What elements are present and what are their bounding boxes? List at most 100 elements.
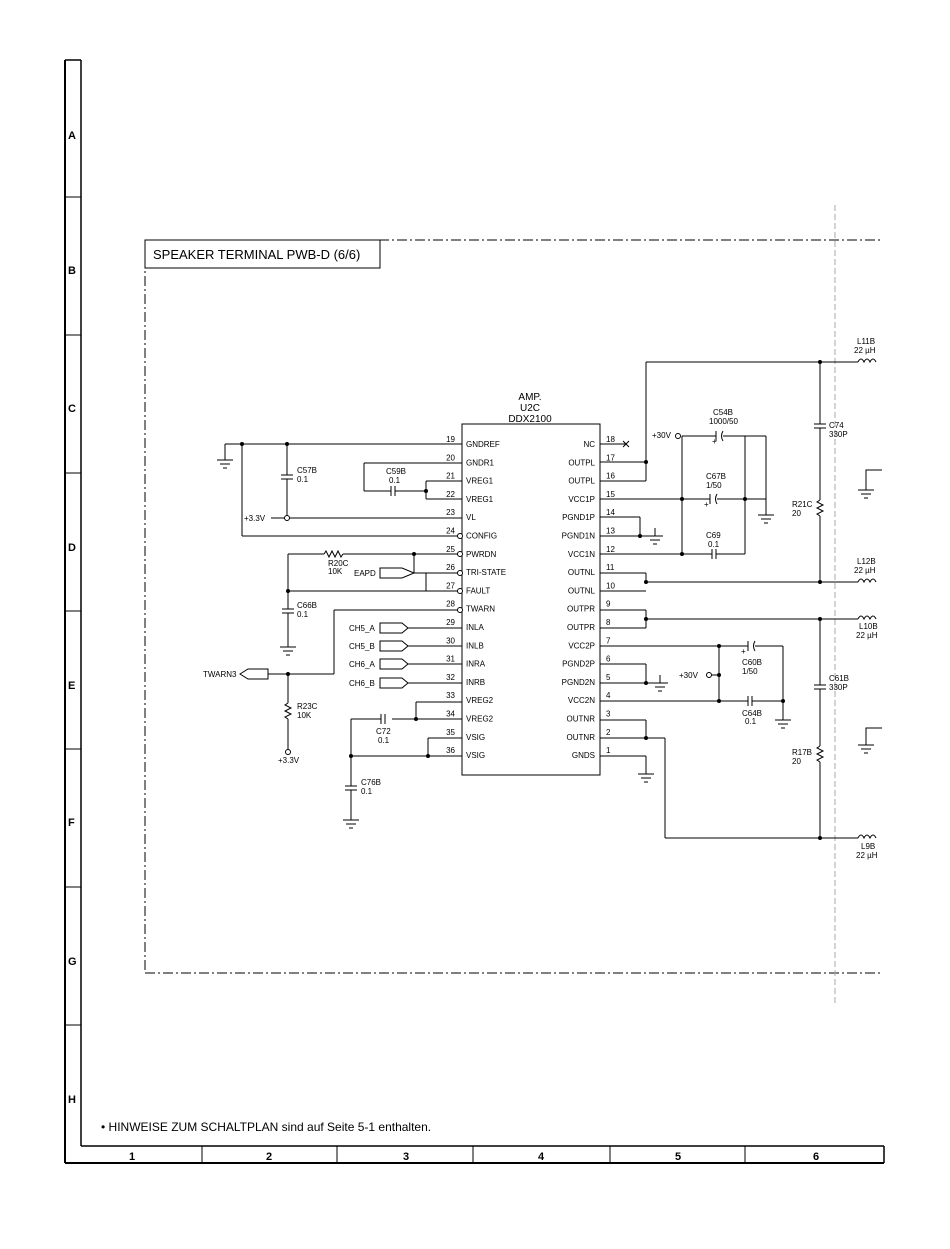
ic-pin-name: OUTNL bbox=[568, 586, 596, 595]
l10b-ref: L10B bbox=[859, 622, 878, 631]
row-label-g: G bbox=[68, 956, 77, 968]
c64b-ref: C64B bbox=[742, 709, 762, 718]
ic-pin-name: PGND2N bbox=[562, 678, 596, 687]
c54b-ref: C54B bbox=[713, 408, 733, 417]
ground-icon bbox=[280, 646, 296, 656]
net-v30-b: +30V bbox=[679, 671, 699, 680]
c66b-ref: C66B bbox=[297, 601, 317, 610]
ic-pin-number: 11 bbox=[606, 563, 615, 572]
col-label-4: 4 bbox=[538, 1151, 545, 1163]
c67b-ref: C67B bbox=[706, 472, 726, 481]
c72-val: 0.1 bbox=[378, 736, 390, 745]
net-twarn3: TWARN3 bbox=[203, 670, 237, 679]
ic-pin-number: 8 bbox=[606, 618, 611, 627]
ic-pin-number: 12 bbox=[606, 545, 615, 554]
ground-symbols bbox=[217, 459, 874, 829]
ic-pin-name: VSIG bbox=[466, 751, 485, 760]
row-label-h: H bbox=[68, 1094, 76, 1106]
c69-val: 0.1 bbox=[708, 540, 720, 549]
ic-pin-number: 24 bbox=[446, 527, 455, 536]
c61b-val: 330P bbox=[829, 683, 848, 692]
ic-pin-number: 32 bbox=[446, 673, 455, 682]
ic-pin-name: PWRDN bbox=[466, 550, 496, 559]
wiring bbox=[224, 358, 882, 840]
ic-pin-name: VCC1P bbox=[568, 495, 595, 504]
c66b-val: 0.1 bbox=[297, 610, 309, 619]
col-label-2: 2 bbox=[266, 1151, 272, 1163]
section-border bbox=[144, 239, 882, 974]
c59b-val: 0.1 bbox=[389, 476, 401, 485]
ic-pins: 19GNDREF20GNDR121VREG122VREG123VL24CONFI… bbox=[446, 435, 615, 760]
row-label-c: C bbox=[68, 403, 76, 415]
l9b-ref: L9B bbox=[861, 842, 875, 851]
ic-pin-number: 9 bbox=[606, 600, 611, 609]
ic-pin-name: OUTPR bbox=[567, 605, 595, 614]
connector-flags bbox=[239, 567, 416, 689]
l10b-val: 22 µH bbox=[856, 631, 878, 640]
ic-ref: U2C bbox=[520, 403, 540, 414]
ic-pin-name: TWARN bbox=[466, 605, 495, 614]
ic-pin-name: INLA bbox=[466, 623, 484, 632]
c67b-val: 1/50 bbox=[706, 481, 722, 490]
ic-pin-number: 6 bbox=[606, 655, 611, 664]
c69-ref: C69 bbox=[706, 531, 721, 540]
row-label-d: D bbox=[68, 542, 76, 554]
ic-pin-number: 19 bbox=[446, 435, 455, 444]
r17b-ref: R17B bbox=[792, 748, 812, 757]
row-label-f: F bbox=[68, 817, 75, 829]
row-labels: A B C D E F G H bbox=[68, 130, 77, 1106]
ic-pin-number: 2 bbox=[606, 728, 611, 737]
ic-pin-number: 26 bbox=[446, 563, 455, 572]
ic-pin-name: VREG2 bbox=[466, 715, 494, 724]
ic-pin-name: OUTPL bbox=[568, 458, 595, 467]
ic-pin-name: NC bbox=[583, 440, 595, 449]
ic-part: DDX2100 bbox=[508, 414, 552, 425]
plus-mark: + bbox=[704, 500, 709, 509]
col-label-5: 5 bbox=[675, 1151, 681, 1163]
ic-pin-name: GNDR1 bbox=[466, 458, 495, 467]
c74-ref: C74 bbox=[829, 421, 844, 430]
r23c-val: 10K bbox=[297, 711, 312, 720]
c61b-ref: C61B bbox=[829, 674, 849, 683]
c60b-val: 1/50 bbox=[742, 667, 758, 676]
ic-pin-number: 35 bbox=[446, 728, 455, 737]
column-labels: 1 2 3 4 5 6 bbox=[129, 1151, 819, 1163]
ic-pin-number: 13 bbox=[606, 527, 615, 536]
ic-pin-number: 28 bbox=[446, 600, 455, 609]
net-v33-a: +3.3V bbox=[244, 514, 266, 523]
row-label-a: A bbox=[68, 130, 76, 142]
ic-pin-number: 33 bbox=[446, 691, 455, 700]
ic-pin-name: OUTNL bbox=[568, 568, 596, 577]
ic-pin-number: 15 bbox=[606, 490, 615, 499]
ic-pin-number: 21 bbox=[446, 472, 455, 481]
ic-pin-name: OUTPL bbox=[568, 477, 595, 486]
col-label-3: 3 bbox=[403, 1151, 409, 1163]
plus-mark: + bbox=[741, 647, 746, 656]
net-eapd: EAPD bbox=[354, 569, 376, 578]
ic-pin-number: 23 bbox=[446, 508, 455, 517]
ground-icon bbox=[647, 535, 663, 545]
c54b-val: 1000/50 bbox=[709, 417, 738, 426]
l11b-val: 22 µH bbox=[854, 346, 876, 355]
ic-pin-number: 7 bbox=[606, 636, 611, 645]
ground-icon bbox=[343, 819, 359, 829]
net-labels: +3.3V +3.3V +30V +30V EAPD TWARN3 CH5_A … bbox=[203, 431, 746, 765]
l12b-val: 22 µH bbox=[854, 566, 876, 575]
c76b-val: 0.1 bbox=[361, 787, 373, 796]
ic-pin-name: TRI-STATE bbox=[466, 568, 506, 577]
section-title: SPEAKER TERMINAL PWB-D (6/6) bbox=[153, 247, 360, 262]
component-labels: C57B 0.1 C59B 0.1 R20C 10K C66B 0.1 R23C… bbox=[297, 337, 878, 860]
ground-icon bbox=[858, 489, 874, 499]
ic-pin-number: 36 bbox=[446, 746, 455, 755]
col-label-6: 6 bbox=[813, 1151, 819, 1163]
ground-icon bbox=[638, 773, 654, 783]
ic-pin-name: FAULT bbox=[466, 586, 490, 595]
ground-icon bbox=[758, 514, 774, 524]
net-v33-b: +3.3V bbox=[278, 756, 300, 765]
ic-pin-name: GNDS bbox=[572, 751, 595, 760]
ic-pin-number: 17 bbox=[606, 453, 615, 462]
c72-ref: C72 bbox=[376, 727, 391, 736]
ic-pin-name: VCC1N bbox=[568, 550, 595, 559]
nc-x-icon bbox=[622, 440, 630, 448]
ic-pin-name: VREG2 bbox=[466, 696, 494, 705]
